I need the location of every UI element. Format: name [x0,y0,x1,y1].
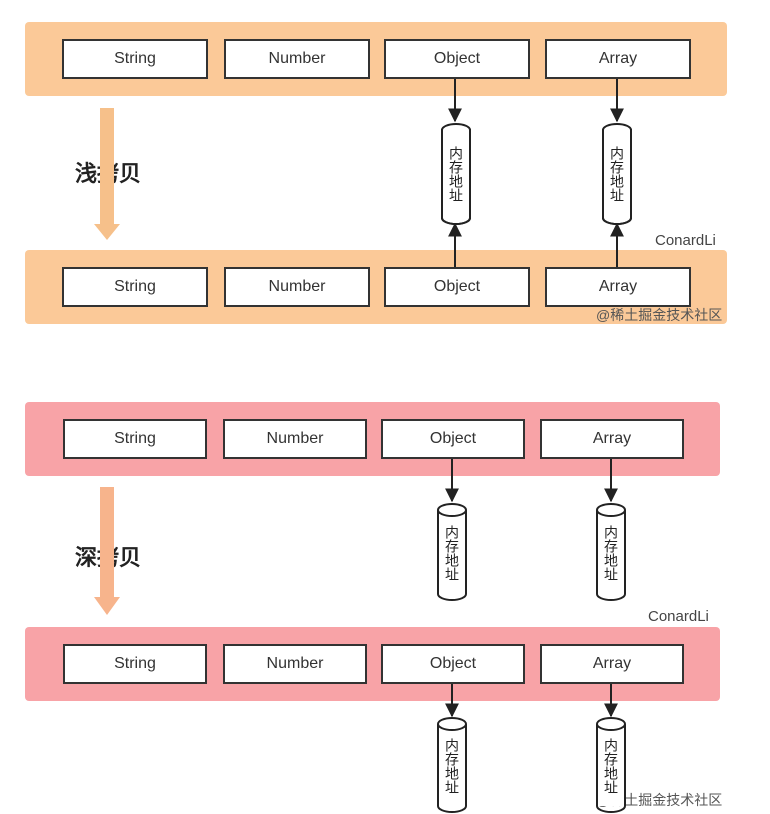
deep-target-object: Object [381,644,525,684]
shallow-signature: ConardLi [655,232,716,249]
shallow-object-memory-cylinder [441,123,471,225]
shallow-copy-arrow [94,108,120,240]
deep-source-object-memory-label: 内存地址 [444,525,460,581]
deep-source-array-memory-label: 内存地址 [603,525,619,581]
shallow-target-object: Object [384,267,530,307]
deep-watermark: @稀土掘金技术社区 [596,792,723,808]
deep-source-number: Number [223,419,367,459]
deep-target-array-memory-cylinder [596,717,626,813]
shallow-array-memory-cylinder [602,123,632,225]
deep-source-array-memory-cylinder [596,503,626,601]
shallow-object-memory-label: 内存地址 [448,146,464,202]
deep-target-object-memory-cylinder [437,717,467,813]
shallow-source-number: Number [224,39,370,79]
shallow-target-string: String [62,267,208,307]
deep-source-object: Object [381,419,525,459]
deep-target-object-memory-label: 内存地址 [444,738,460,794]
deep-target-array-memory-label: 内存地址 [603,738,619,794]
shallow-source-array: Array [545,39,691,79]
deep-source-object-memory-cylinder [437,503,467,601]
deep-source-string: String [63,419,207,459]
shallow-watermark: @稀土掘金技术社区 [596,307,723,323]
shallow-source-object: Object [384,39,530,79]
deep-target-number: Number [223,644,367,684]
shallow-array-memory-label: 内存地址 [609,146,625,202]
deep-signature: ConardLi [648,608,709,625]
shallow-source-string: String [62,39,208,79]
deep-source-array: Array [540,419,684,459]
shallow-target-array: Array [545,267,691,307]
deep-target-array: Array [540,644,684,684]
deep-copy-arrow [94,487,120,615]
shallow-target-number: Number [224,267,370,307]
deep-target-string: String [63,644,207,684]
